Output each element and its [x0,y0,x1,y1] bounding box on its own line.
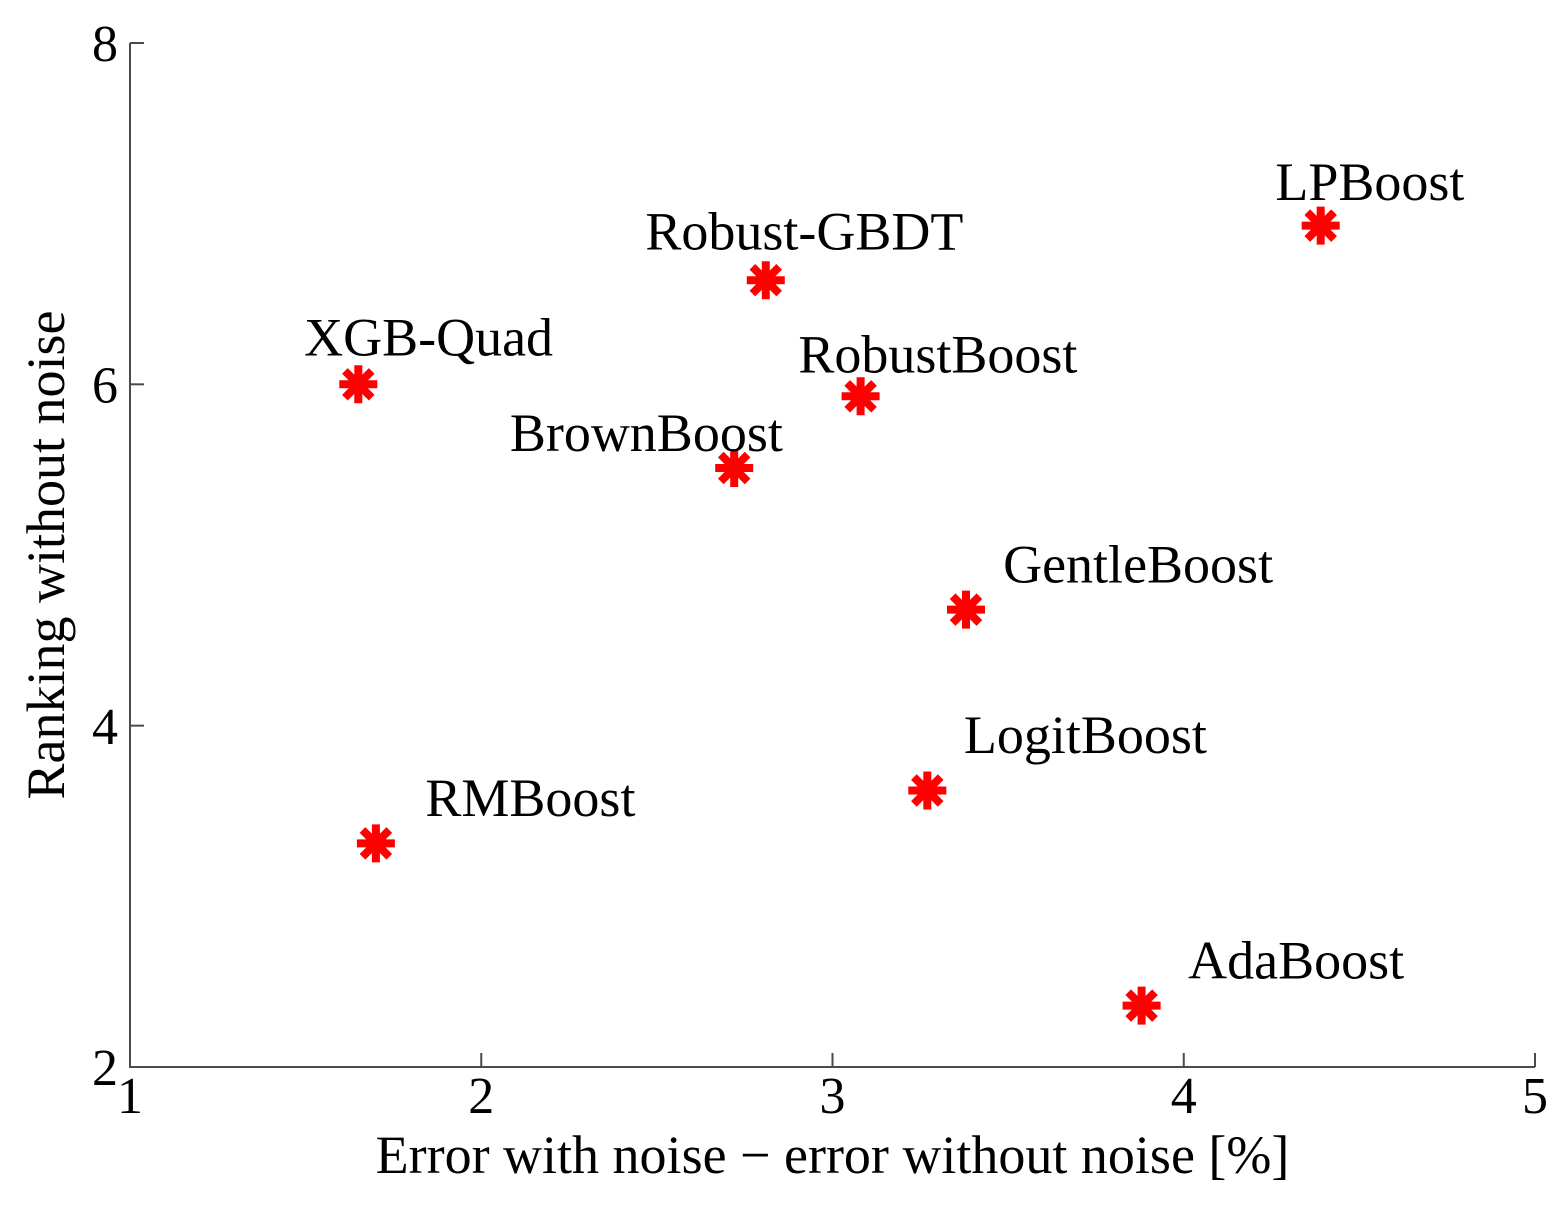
x-tick-label: 2 [468,1068,494,1125]
data-point-marker [715,449,754,487]
data-point-label: Robust-GBDT [645,202,963,262]
y-tick-label: 2 [92,1040,118,1097]
data-point-label: LogitBoost [964,705,1207,765]
x-tick-label: 4 [1171,1068,1197,1125]
data-point-label: GentleBoost [1003,534,1273,594]
data-point-label: AdaBoost [1188,930,1404,990]
data-point-label: RMBoost [425,768,635,828]
x-tick-label: 3 [820,1068,846,1125]
y-tick-label: 4 [92,699,118,756]
data-point-marker [1122,986,1161,1025]
x-axis-label: Error with noise − error without noise [… [376,1125,1290,1185]
data-point-marker [841,377,880,416]
y-tick-label: 8 [92,16,118,73]
data-point-marker [908,771,947,810]
x-tick-label: 5 [1522,1068,1548,1125]
data-point-marker [339,365,378,404]
data-point-marker [746,261,785,300]
data-point-marker [947,590,985,629]
x-tick-label: 1 [117,1068,143,1125]
data-point-marker [1301,206,1340,245]
data-point-label: RobustBoost [798,325,1077,385]
data-point-label: XGB-Quad [304,307,553,367]
data-point-label: LPBoost [1275,152,1464,212]
data-point-label: BrownBoost [510,403,783,463]
y-axis-label: Ranking without noise [16,311,76,800]
data-point-marker [356,824,395,863]
y-tick-label: 6 [92,358,118,415]
